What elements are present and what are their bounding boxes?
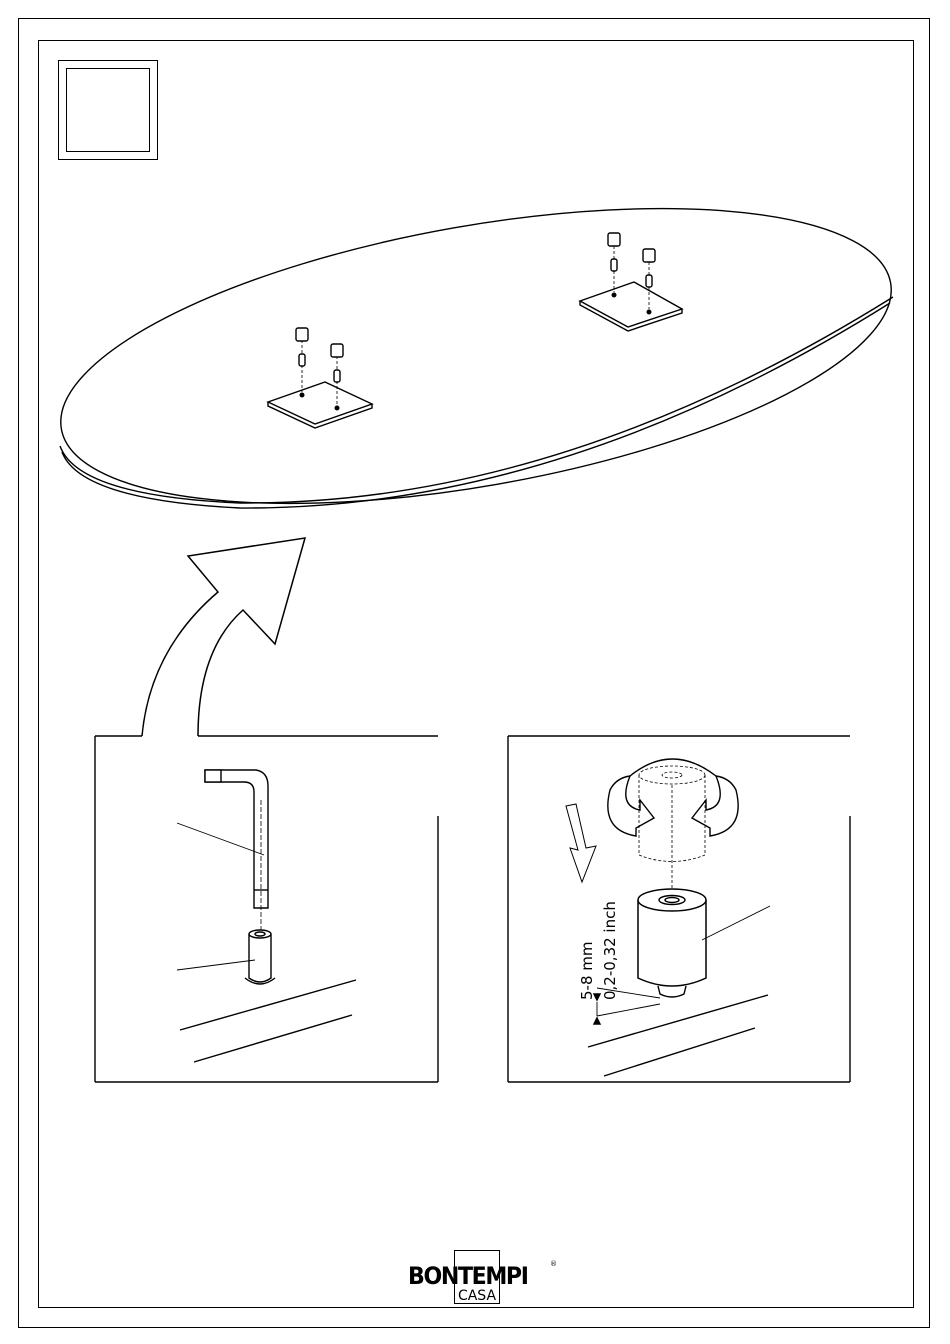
brand-registered-mark: ® <box>550 1260 557 1268</box>
oval-table-top <box>39 155 913 557</box>
curved-arrow-icon <box>142 538 305 736</box>
detail-panel-right <box>508 736 850 1082</box>
brand-sub: CASA <box>455 1288 499 1304</box>
measurement-inch: 0,2-0,32 inch <box>601 901 619 1000</box>
brand-name: BONTEMPI <box>408 1262 528 1290</box>
down-arrow-icon <box>566 804 596 882</box>
measurement-mm: 5-8 mm <box>578 942 596 1001</box>
adjustable-foot-icon <box>594 889 770 1024</box>
rotate-icon <box>608 759 738 836</box>
brand-logo: BONTEMPI ® CASA <box>408 1250 558 1306</box>
threaded-insert-icon <box>177 930 275 984</box>
allen-key-icon <box>177 770 268 930</box>
detail-panel-left <box>95 736 438 1082</box>
foot-ghost-icon <box>639 766 705 890</box>
